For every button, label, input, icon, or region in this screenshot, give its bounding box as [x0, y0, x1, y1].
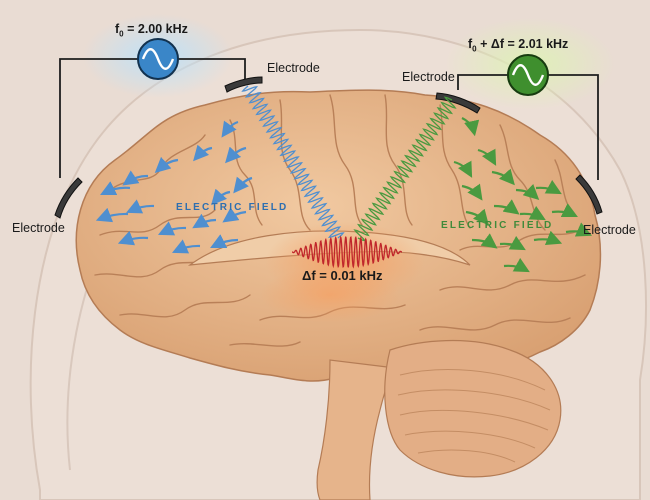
interference-beat-wave	[291, 235, 403, 269]
green-field-arrow	[491, 168, 515, 186]
frequency-value: = 2.00 kHz	[123, 22, 188, 36]
green-field-arrow	[465, 208, 489, 226]
electrode-side-left-label: Electrode	[12, 221, 65, 235]
wire-right-source-to-side-electrode	[548, 74, 599, 180]
cerebellum-folia	[397, 369, 551, 463]
blue-field-arrow	[233, 176, 253, 194]
green-field-arrow	[477, 148, 497, 166]
green-field-arrow	[515, 183, 540, 200]
electrode-side-right-label: Electrode	[583, 223, 636, 237]
electrode-side-right-pad	[575, 174, 603, 215]
left-frequency-label: f0 = 2.00 kHz	[115, 22, 188, 39]
green-oscillating-beam	[353, 96, 457, 242]
blue-field-arrow	[171, 239, 201, 254]
wire-right-source-to-top-electrode	[457, 74, 508, 90]
blue-field-arrow	[122, 170, 149, 186]
blue-field-arrow	[222, 207, 247, 223]
blue-field-arrow	[193, 144, 213, 162]
green-field-arrow	[519, 205, 546, 221]
frequency-symbol: f	[115, 22, 120, 36]
electrode-side-left-pad	[54, 177, 83, 219]
frequency-subscript: 0	[472, 44, 477, 54]
left-electric-field-label: ELECTRIC FIELD	[176, 202, 289, 213]
blue-field-arrow	[154, 156, 179, 173]
green-field-arrow	[565, 222, 593, 237]
blue-field-arrow	[117, 230, 149, 246]
frequency-symbol: f	[468, 37, 473, 51]
blue-field-arrow	[100, 181, 131, 195]
sine-wave-icon	[511, 64, 545, 86]
beat-wave-path	[291, 235, 403, 269]
green-field-arrow	[535, 179, 562, 195]
wires	[59, 58, 599, 180]
green-field-arrow	[533, 230, 563, 246]
green-field-arrow	[471, 233, 498, 249]
green-beam-wave	[353, 96, 457, 242]
green-field-arrow	[493, 199, 520, 215]
frequency-subscript: 0	[119, 29, 124, 39]
wire-left-source-to-side-electrode	[59, 58, 138, 178]
right-electric-field-label: ELECTRIC FIELD	[441, 220, 554, 231]
sine-wave-icon	[141, 48, 175, 70]
beat-frequency-label: Δf = 0.01 kHz	[302, 268, 383, 283]
green-field-arrow	[503, 257, 530, 273]
cerebellum	[384, 339, 562, 478]
frequency-value: + Δf = 2.01 kHz	[476, 37, 569, 51]
interference-hotspot-glow-lower	[260, 267, 400, 323]
green-field-arrow	[551, 203, 578, 217]
blue-field-arrow	[225, 146, 247, 164]
electrode-top-left-label: Electrode	[267, 61, 320, 75]
electrode-top-right-label: Electrode	[402, 70, 455, 84]
blue-field-arrow	[192, 213, 217, 229]
blue-oscillating-beam	[241, 85, 345, 239]
green-field-arrow	[461, 183, 483, 201]
blue-field-arrow	[221, 120, 239, 138]
blue-field-arrow	[125, 199, 155, 214]
blue-field-arrow	[211, 188, 231, 206]
blue-field-arrow	[95, 207, 129, 223]
green-field-arrow	[499, 235, 526, 251]
right-frequency-label: f0 + Δf = 2.01 kHz	[468, 37, 568, 54]
left-electric-field-arrows	[95, 120, 253, 254]
blue-beam-wave	[241, 85, 345, 239]
right-electric-field-arrows	[453, 117, 593, 273]
green-field-arrow	[461, 117, 480, 137]
wire-left-source-to-top-electrode	[178, 58, 246, 80]
green-field-arrow	[453, 160, 473, 178]
blue-field-arrow	[210, 234, 239, 248]
blue-field-arrow	[157, 221, 187, 236]
brainstem	[316, 359, 397, 500]
electrode-top-left-pad	[224, 76, 263, 93]
